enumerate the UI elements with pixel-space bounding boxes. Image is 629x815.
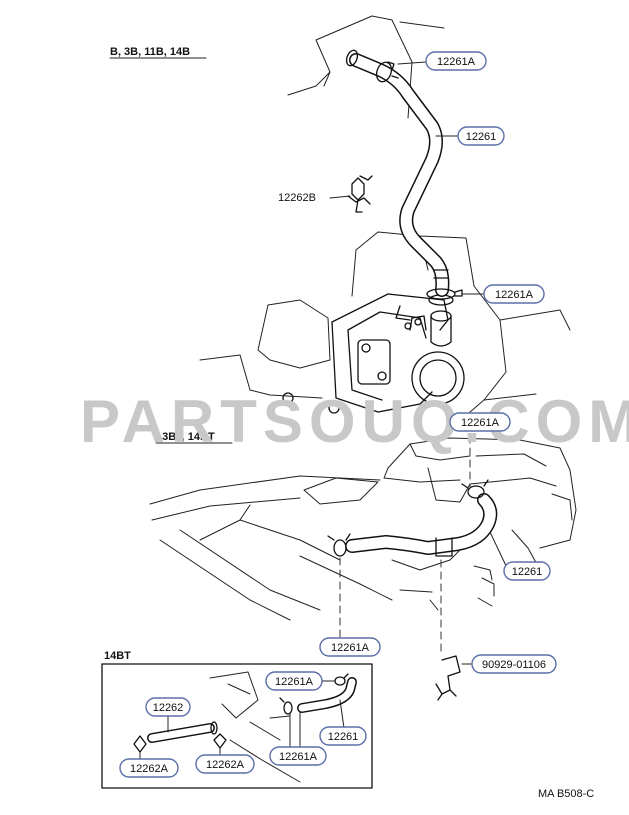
callout-12261A-low[interactable]: 12261A: [319, 637, 381, 657]
callout-12261-top[interactable]: 12261: [457, 126, 505, 146]
callout-inset-12262A-right[interactable]: 12262A: [195, 754, 255, 774]
callout-90929-01106[interactable]: 90929-01106: [471, 654, 557, 674]
engine-block-middle-sketch: [149, 437, 577, 621]
svg-text:12262: 12262: [153, 702, 184, 714]
callout-inset-12261A-upper[interactable]: 12261A: [265, 671, 323, 691]
clip-12262B: [347, 175, 373, 213]
svg-text:12261A: 12261A: [279, 751, 318, 763]
hose-12261-middle: [345, 493, 498, 557]
inset-clamp-12261A-lower: [279, 697, 293, 715]
callout-12262B[interactable]: 12262B: [278, 192, 316, 204]
inset-sketch: [209, 671, 301, 783]
callout-inset-12261[interactable]: 12261: [319, 726, 367, 746]
svg-text:12261A: 12261A: [331, 642, 370, 654]
callout-12261A-middle[interactable]: 12261A: [449, 412, 511, 432]
hose-12261-top: [345, 49, 450, 297]
svg-text:12261A: 12261A: [275, 676, 314, 688]
inset-frame: [101, 663, 373, 789]
svg-text:12262A: 12262A: [206, 759, 245, 771]
leader-lines: [329, 61, 509, 665]
callout-12261A-top[interactable]: 12261A: [425, 51, 487, 71]
svg-text:12261: 12261: [512, 566, 543, 578]
watermark: PARTSOUQ.COM: [80, 388, 629, 455]
inset-hose-12261: [297, 677, 357, 713]
svg-text:12262B: 12262B: [278, 192, 316, 204]
section-header-top: B, 3B, 11B, 14B: [110, 46, 190, 58]
inset-hose-12262: [147, 721, 218, 743]
svg-text:12262A: 12262A: [130, 763, 169, 775]
inset-clip-12262A-left: [133, 735, 147, 753]
svg-text:12261: 12261: [466, 131, 497, 143]
svg-text:12261A: 12261A: [495, 289, 534, 301]
bracket-90929-01106: [435, 655, 461, 701]
svg-text:12261A: 12261A: [437, 56, 476, 68]
inset-clamp-12261A-upper: [334, 673, 349, 686]
callout-inset-12261A-lower[interactable]: 12261A: [269, 746, 327, 766]
callout-12261A-mid-top[interactable]: 12261A: [483, 284, 545, 304]
callout-inset-12262[interactable]: 12262: [145, 697, 191, 717]
svg-text:12261A: 12261A: [461, 417, 500, 429]
inset-header: 14BT: [104, 650, 131, 662]
clamp-12261A-middle-lower: [327, 533, 351, 557]
callout-inset-12262A-left[interactable]: 12262A: [119, 758, 179, 778]
section-header-middle: 13BT, 14BT: [156, 431, 215, 443]
svg-text:90929-01106: 90929-01106: [482, 659, 546, 671]
svg-text:12261: 12261: [328, 731, 359, 743]
clamp-12261A-top-lower: [426, 288, 463, 300]
clamp-12261A-top-upper: [375, 61, 399, 83]
diagram-code: MA B508-C: [538, 788, 594, 800]
inset-clip-12262A-right: [213, 733, 227, 749]
engine-block-top-sketch: [199, 15, 571, 413]
throttle-body-top: [282, 293, 465, 414]
clamp-12261A-middle-upper: [461, 479, 489, 499]
callout-12261-middle[interactable]: 12261: [503, 561, 551, 581]
